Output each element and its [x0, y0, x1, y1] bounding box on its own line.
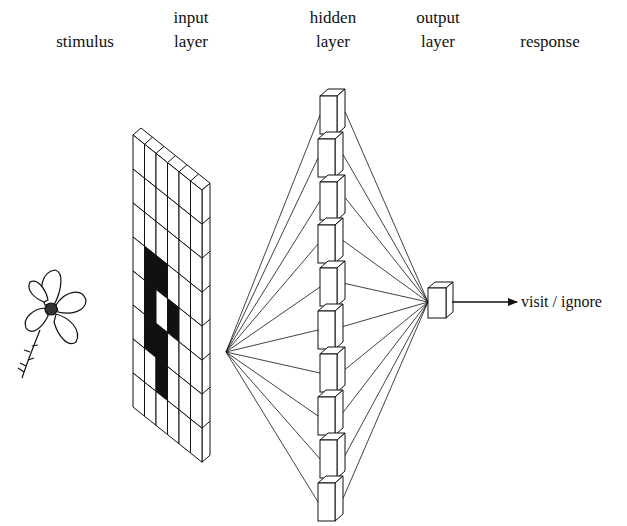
unit-side [337, 89, 345, 134]
input-cell [145, 382, 157, 425]
output-unit [428, 282, 453, 318]
grid-edge [202, 183, 210, 462]
unit-side [337, 261, 345, 306]
hidden-output-line [345, 198, 428, 303]
petal [54, 314, 78, 344]
stimulus-label: stimulus [45, 30, 125, 54]
stem-hairs [18, 345, 38, 372]
petal [25, 308, 48, 331]
input-grid [133, 128, 210, 462]
hidden-output-line [345, 302, 428, 370]
hidden-unit [320, 182, 337, 220]
grid-edge-line [202, 319, 210, 326]
input-hidden-line [226, 287, 320, 352]
hidden-output-line [345, 302, 428, 456]
hidden-output-line [343, 302, 428, 327]
input-cell [179, 410, 191, 453]
layer-label: input layer [160, 6, 222, 54]
unit-side [337, 175, 345, 220]
unit-side [337, 347, 345, 392]
output-unit-box [428, 288, 446, 318]
input-hidden-line [226, 330, 318, 352]
response-arrow [452, 301, 517, 302]
input-hidden-line [226, 352, 318, 502]
hidden-unit [320, 354, 337, 392]
hidden-unit [320, 268, 337, 306]
input-hidden-line [226, 158, 318, 352]
hidden-unit [320, 96, 337, 134]
hidden-units [318, 89, 345, 521]
layer-label: hidden layer [302, 6, 364, 54]
hidden-unit [318, 311, 335, 349]
unit-side [335, 304, 343, 349]
hidden-output-line [343, 302, 428, 499]
grid-edge-line [191, 174, 199, 181]
hidden-unit [318, 483, 335, 521]
grid-edge-line [156, 146, 164, 153]
input-cell [156, 391, 168, 434]
connection-lines [226, 112, 428, 503]
input-cell [168, 401, 180, 444]
hidden-unit [320, 440, 337, 478]
grid-edge-line [179, 165, 187, 172]
response-label: response [505, 30, 595, 54]
hidden-output-line [343, 155, 428, 303]
grid-edge-line [202, 285, 210, 292]
petal [56, 292, 86, 313]
hidden-output-line [343, 302, 428, 413]
input-hidden-line [226, 115, 320, 352]
unit-side [337, 433, 345, 478]
grid-edge-line [202, 421, 210, 428]
grid-edge-line [202, 251, 210, 258]
input-cell [133, 373, 145, 416]
hidden-unit [318, 139, 335, 177]
grid-edge-line [202, 387, 210, 394]
response-value: visit / ignore [521, 290, 625, 314]
input-hidden-line [226, 352, 320, 373]
petal [29, 281, 48, 302]
hidden-output-line [345, 284, 428, 303]
input-hidden-line [226, 352, 320, 459]
flower-stimulus [18, 270, 86, 378]
unit-side [335, 476, 343, 521]
input-hidden-line [226, 352, 318, 416]
unit-side [335, 390, 343, 435]
flower-centre [45, 303, 57, 315]
grid-edge-line [202, 217, 210, 224]
hidden-output-line [343, 241, 428, 303]
layer-label: output layer [405, 6, 471, 54]
hidden-unit [318, 225, 335, 263]
unit-side [446, 282, 453, 318]
input-hidden-line [226, 201, 320, 352]
unit-side [335, 218, 343, 263]
flower-stem [22, 330, 40, 378]
grid-edge-line [145, 137, 153, 144]
input-cell [191, 419, 203, 462]
hidden-unit [318, 397, 335, 435]
grid-edge-line [168, 156, 176, 163]
unit-side [335, 132, 343, 177]
hidden-output-line [345, 112, 428, 303]
grid-edge-line [202, 353, 210, 360]
